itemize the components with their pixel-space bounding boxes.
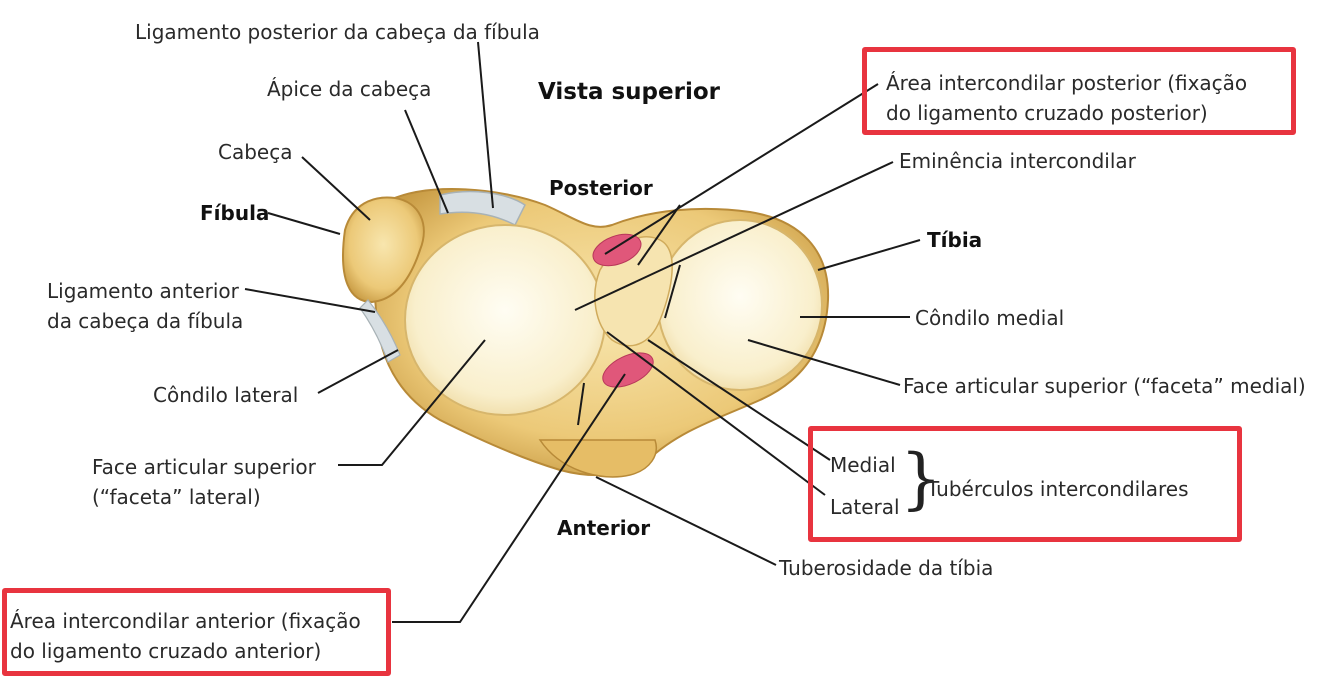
label-medial: Medial <box>830 453 896 477</box>
label-posterior: Posterior <box>549 176 653 200</box>
leader-anterior-area-2 <box>577 382 585 426</box>
leader-lateral-tubercle <box>606 331 826 496</box>
posterior-intercondylar-area <box>592 233 642 267</box>
label-lateral-condyle: Côndilo lateral <box>153 383 299 407</box>
brace-symbol: } <box>900 440 942 517</box>
view-title: Vista superior <box>538 79 720 105</box>
label-lateral: Lateral <box>830 495 900 519</box>
leader-fibula <box>267 212 341 235</box>
label-apex-of-head: Ápice da cabeça <box>267 77 432 101</box>
label-posterior-fibular-ligament: Ligamento posterior da cabeça da fíbula <box>135 20 540 44</box>
label-posterior-area-line1: Área intercondilar posterior (fixação <box>886 71 1248 95</box>
label-tibia: Tíbia <box>927 228 983 252</box>
fibula-anterior-ligament-band <box>359 299 401 363</box>
label-anterior-area-line1: Área intercondilar anterior (fixação <box>10 609 361 633</box>
label-intercondylar-eminence: Eminência intercondilar <box>899 149 1136 173</box>
label-anterior-ligament-line2: da cabeça da fíbula <box>47 309 244 333</box>
fibula-head <box>342 196 425 304</box>
label-medial-facet: Face articular superior (“faceta” medial… <box>903 374 1306 398</box>
tibial-tuberosity-bulge <box>538 439 657 478</box>
highlight-anterior-area <box>2 588 391 676</box>
highlight-posterior-area <box>862 47 1296 135</box>
label-lateral-facet-line1: Face articular superior <box>92 455 316 479</box>
label-anterior-area-line2: do ligamento cruzado anterior) <box>10 639 322 663</box>
lateral-articular-facet <box>404 224 606 416</box>
fibula-ligament-band <box>439 190 526 227</box>
leader-anterior-area <box>392 373 626 623</box>
leader-eminence-branch <box>637 204 681 266</box>
leader-lateral-condyle <box>317 349 399 394</box>
leader-head <box>301 156 371 221</box>
leader-medial-facet <box>747 339 901 386</box>
medial-articular-facet <box>657 219 823 391</box>
label-head: Cabeça <box>218 140 293 164</box>
label-anterior: Anterior <box>557 516 651 540</box>
label-anterior-ligament-line1: Ligamento anterior <box>47 279 239 303</box>
leader-tuberosity <box>595 476 777 566</box>
highlight-intercondylar-tubercles <box>808 426 1242 542</box>
label-intercondylar-tubercles: Tubérculos intercondilares <box>927 477 1189 501</box>
leader-lateral-facet <box>338 339 486 466</box>
label-medial-condyle: Côndilo medial <box>915 306 1065 330</box>
leader-medial-tubercle <box>647 339 831 461</box>
leader-eminence-1 <box>574 161 894 311</box>
anterior-intercondylar-area <box>602 352 654 388</box>
leader-posterior-area <box>604 83 879 255</box>
leader-posterior-ligament <box>477 41 494 209</box>
label-fibula: Fíbula <box>200 201 270 225</box>
leader-anterior-ligament <box>244 288 376 313</box>
label-tibial-tuberosity: Tuberosidade da tíbia <box>779 556 994 580</box>
label-posterior-area-line2: do ligamento cruzado posterior) <box>886 101 1208 125</box>
leader-tibia <box>817 239 921 271</box>
leader-eminence-branch-2 <box>664 264 681 319</box>
leader-apex <box>404 109 449 214</box>
leader-lines <box>244 41 921 623</box>
label-lateral-facet-line2: (“faceta” lateral) <box>92 485 261 509</box>
